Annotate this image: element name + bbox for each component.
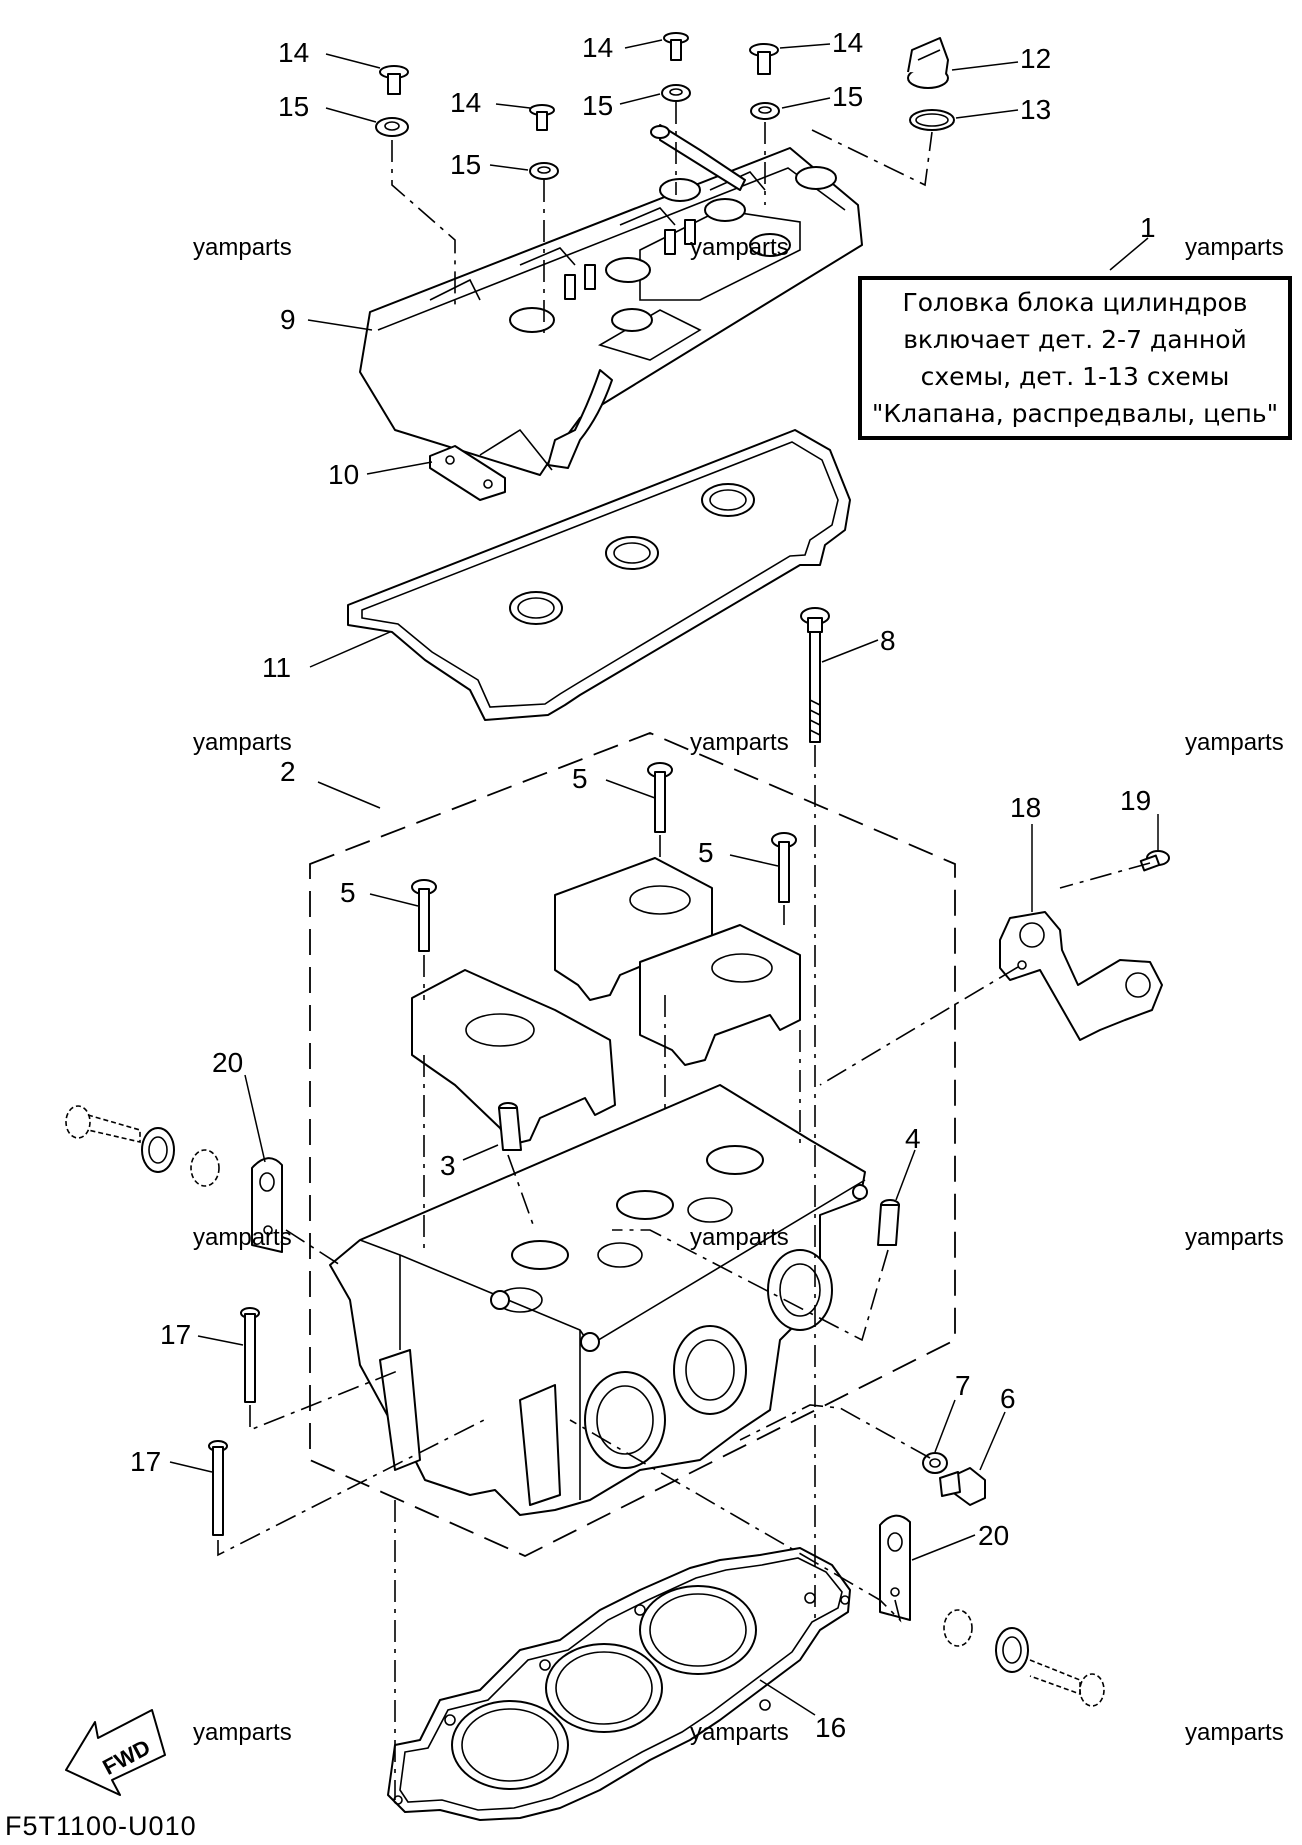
watermark: yamparts: [193, 1719, 292, 1746]
valve-cover: [359, 124, 863, 476]
watermarks: yamparts yamparts yamparts yamparts yamp…: [193, 234, 1284, 1746]
watermark: yamparts: [1185, 234, 1284, 261]
note-line: "Клапана, распредвалы, цепь": [871, 399, 1279, 428]
callout-17a: 17: [160, 1319, 191, 1350]
engine-hanger-right: [879, 1514, 911, 1621]
callout-3: 3: [440, 1150, 456, 1181]
watermark: yamparts: [1185, 1719, 1284, 1746]
callout-15c: 15: [582, 90, 613, 121]
callout-7: 7: [955, 1370, 971, 1401]
note-line: схемы, дет. 1-13 схемы: [920, 362, 1230, 391]
watermark: yamparts: [690, 234, 789, 261]
callout-4: 4: [905, 1123, 921, 1154]
diagram-code: F5T1100-U010: [5, 1811, 197, 1841]
callout-17b: 17: [130, 1446, 161, 1477]
callout-5b: 5: [698, 837, 714, 868]
fwd-arrow-icon: FWD: [65, 1709, 166, 1796]
dowel-pin-3: [498, 1102, 522, 1151]
callout-20a: 20: [212, 1047, 243, 1078]
side-bolts: [208, 1307, 260, 1536]
callout-15b: 15: [450, 149, 481, 180]
assembly-boundary: [309, 732, 956, 1557]
callout-8: 8: [880, 625, 896, 656]
callout-20b: 20: [978, 1520, 1009, 1551]
head-gasket: [387, 1547, 851, 1821]
callout-5a: 5: [572, 763, 588, 794]
callout-14a: 14: [278, 37, 309, 68]
cam-cap-bolts: [411, 762, 797, 952]
leader-lines: [169, 39, 1159, 1716]
callout-14b: 14: [450, 87, 481, 118]
callout-16: 16: [815, 1712, 846, 1743]
callout-14c: 14: [582, 32, 613, 63]
engine-hanger-left: [251, 1157, 283, 1253]
note-line: включает дет. 2-7 данной: [903, 325, 1247, 354]
callout-11: 11: [262, 652, 291, 683]
callout-2: 2: [280, 756, 296, 787]
callout-9: 9: [280, 304, 296, 335]
watermark: yamparts: [690, 729, 789, 756]
callout-6: 6: [1000, 1383, 1016, 1414]
note-line: Головка блока цилиндров: [902, 288, 1248, 317]
watermark: yamparts: [193, 234, 292, 261]
cover-washers: [375, 84, 780, 180]
callout-18: 18: [1010, 792, 1041, 823]
callout-13: 13: [1020, 94, 1051, 125]
watermark: yamparts: [690, 1224, 789, 1251]
callout-numbers: 1 2 3 4 5 5 5 6 7 8 9 10 11 12 13 14 14 …: [130, 27, 1156, 1743]
note-box: Головка блока цилиндров включает дет. 2-…: [858, 276, 1292, 440]
head-bolt: [800, 607, 830, 743]
callout-12: 12: [1020, 43, 1051, 74]
dowel-pin-4: [877, 1199, 900, 1246]
callout-19: 19: [1120, 785, 1151, 816]
hanger-fasteners-left: [65, 1105, 220, 1187]
watermark: yamparts: [1185, 729, 1284, 756]
hanger-fasteners-right: [943, 1609, 1105, 1707]
callout-5c: 5: [340, 877, 356, 908]
bracket-bolt: [1139, 850, 1170, 872]
watermark: yamparts: [1185, 1224, 1284, 1251]
callout-14d: 14: [832, 27, 863, 58]
callout-1: 1: [1140, 212, 1156, 243]
cover-bolts: [379, 32, 779, 131]
assembly-lines: [217, 102, 1151, 1800]
camshaft-caps: [411, 857, 801, 1146]
cover-plate: [429, 445, 506, 501]
callout-15a: 15: [278, 91, 309, 122]
callout-15d: 15: [832, 81, 863, 112]
callout-10: 10: [328, 459, 359, 490]
cylinder-head: [329, 1084, 868, 1516]
valve-cover-gasket: [347, 429, 851, 721]
watermark: yamparts: [193, 729, 292, 756]
oil-filler-cap: [907, 37, 949, 89]
watermark: yamparts: [690, 1719, 789, 1746]
watermark: yamparts: [193, 1224, 292, 1251]
bolt-6: [939, 1467, 986, 1506]
bracket: [999, 911, 1163, 1041]
